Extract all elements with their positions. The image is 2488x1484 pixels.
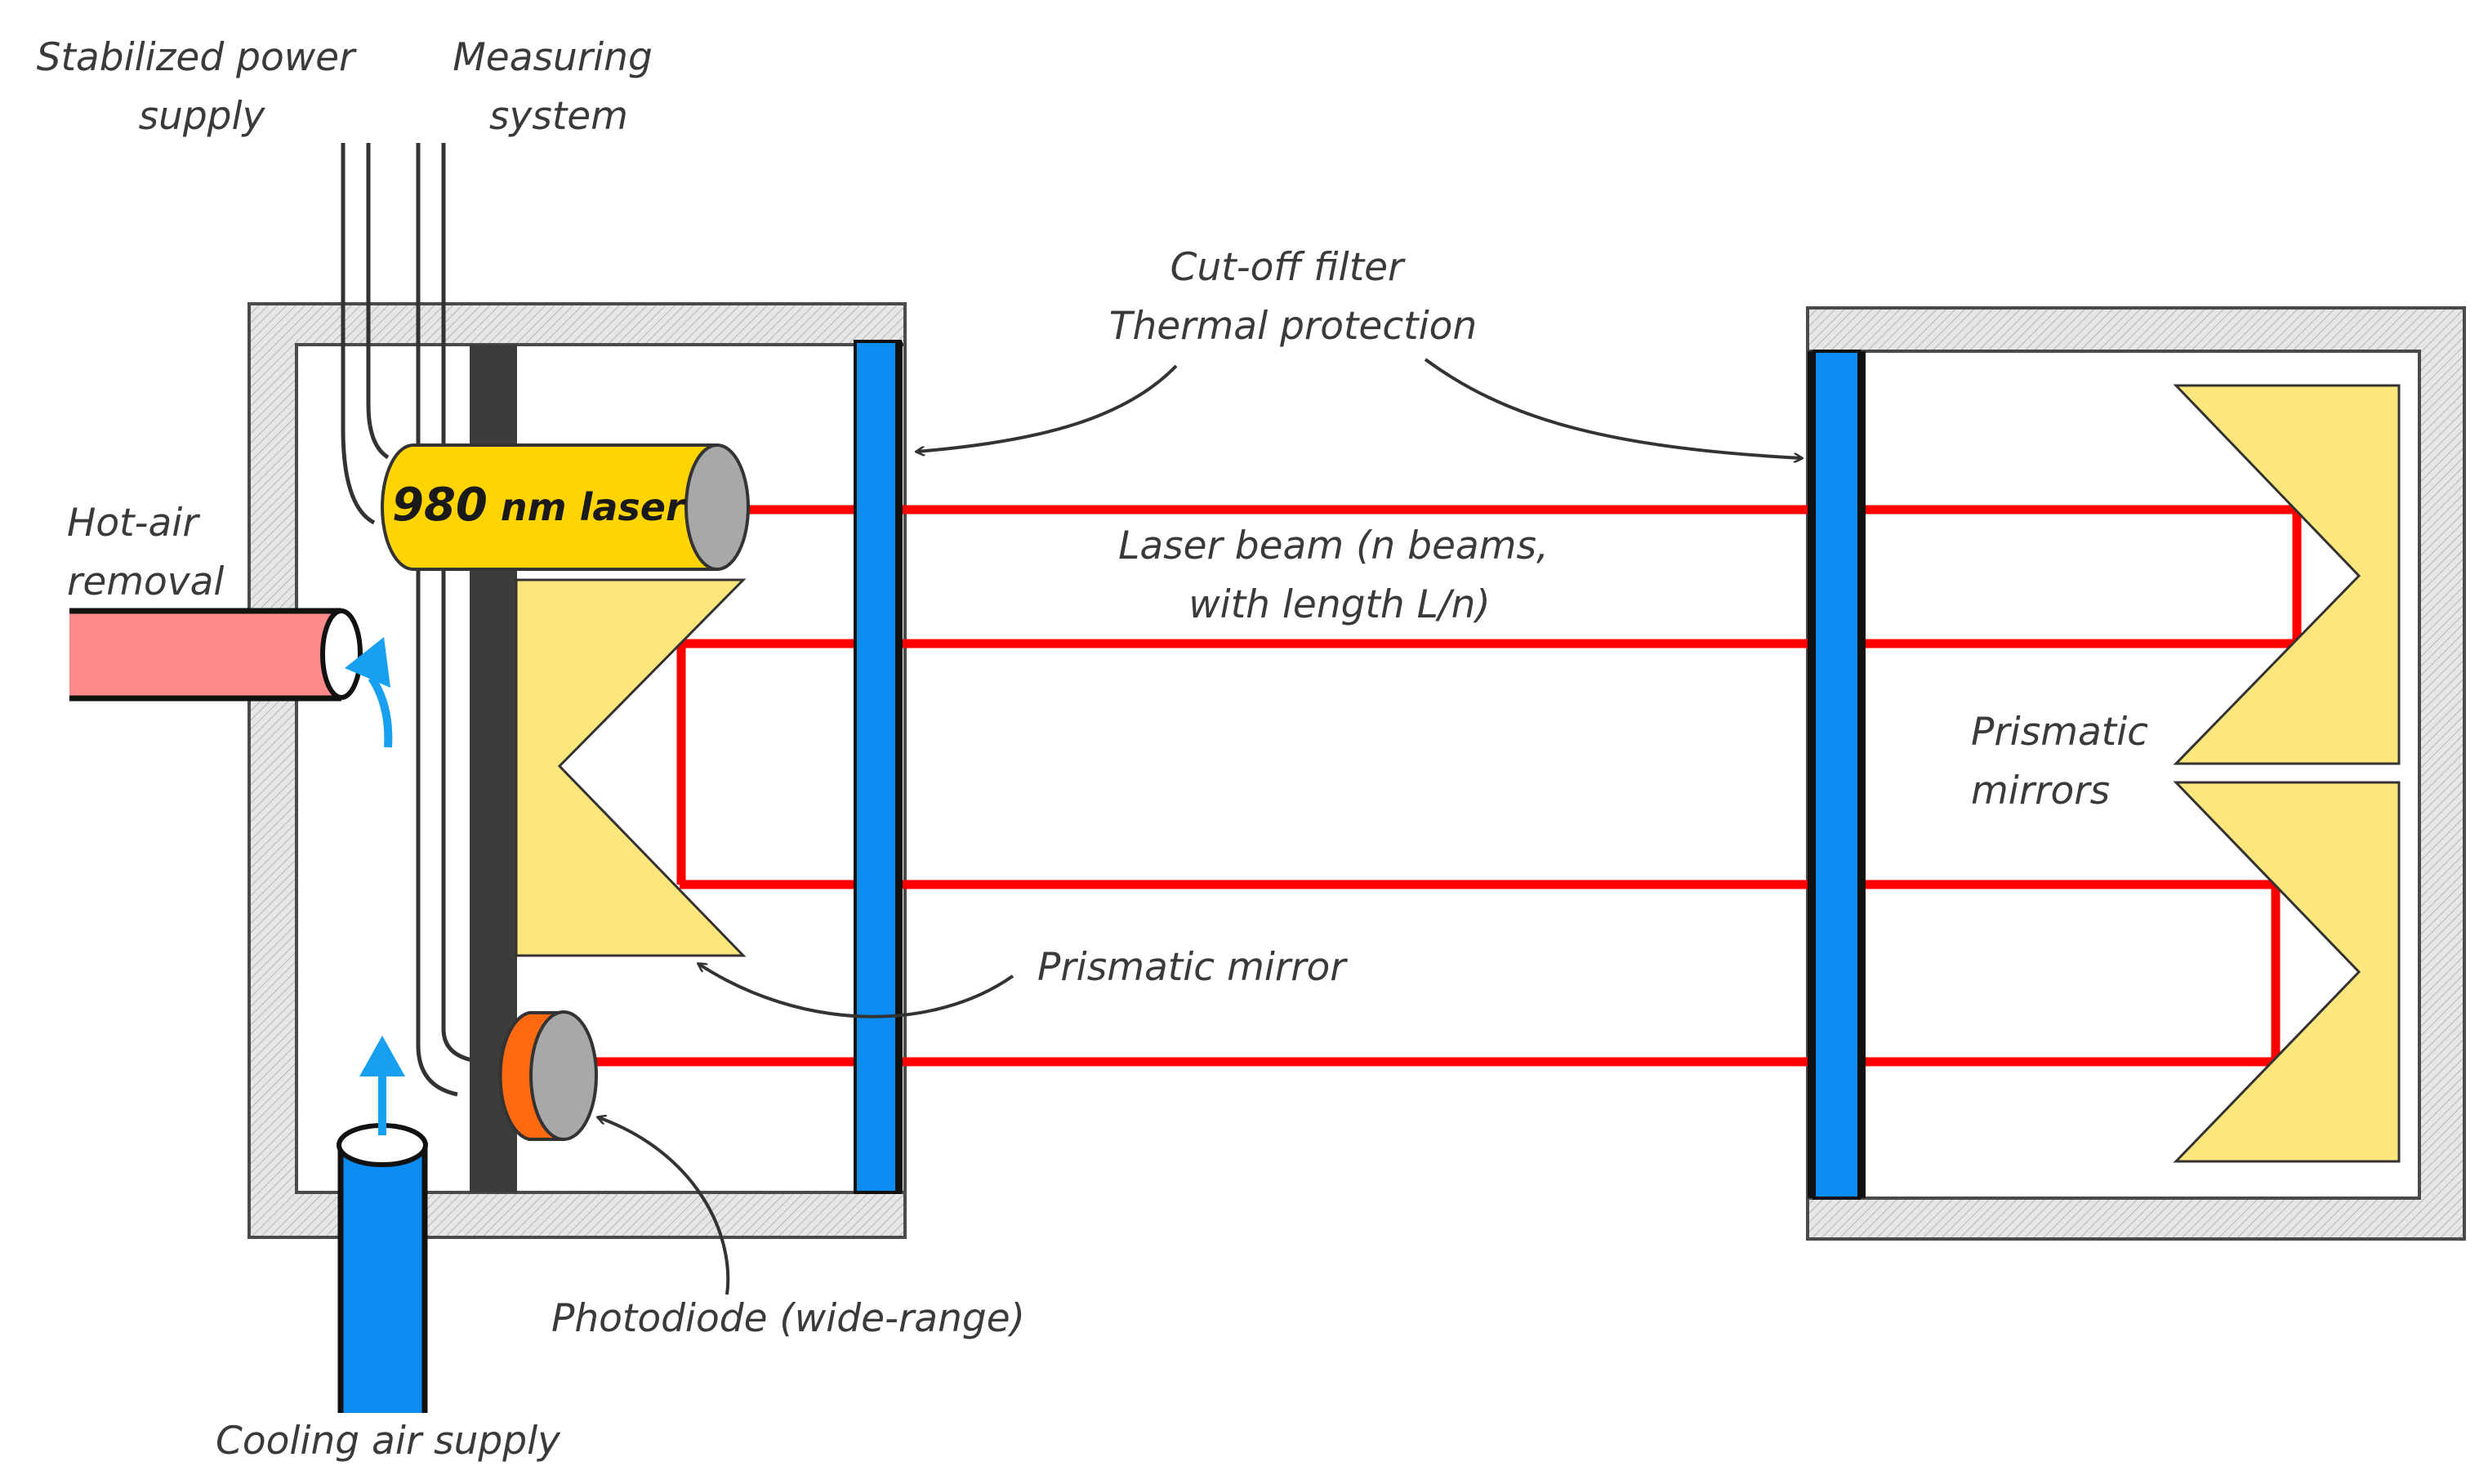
cutoff-filter-left (854, 340, 903, 1194)
laser-beam-label-line1: Laser beam (n beams, (1118, 524, 1549, 568)
cooling-air-pipe (337, 1123, 428, 1413)
power-supply-label: Stabilized power supply (37, 35, 368, 139)
measuring-system-label-line1: Measuring (453, 35, 653, 80)
filter-left-arrow (916, 364, 1178, 452)
photodiode-lens (529, 1010, 598, 1141)
prismatic-mirrors-label-line1: Prismatic (1971, 710, 2148, 755)
laser-label-suffix: nm laser (488, 485, 687, 529)
cutoff-filter-label: Cut-off filter Thermal protection (1109, 245, 1477, 349)
laser-lens (684, 443, 750, 571)
cutoff-filter-label-line1: Cut-off filter (1170, 245, 1406, 290)
power-cable (341, 143, 376, 525)
prismatic-mirror-right-lower (2173, 781, 2401, 1163)
prismatic-mirror-arrow (698, 964, 1014, 1018)
svg-text:980 nm laser: 980 nm laser (392, 479, 687, 532)
power-supply-label-line2: supply (139, 94, 266, 139)
cutoff-filter-label-line2: Thermal protection (1109, 304, 1477, 349)
cutoff-filter-right (1808, 350, 1866, 1200)
cooling-air-label: Cooling air supply (216, 1419, 561, 1464)
photodiode-label: Photodiode (wide-range) (551, 1296, 1025, 1341)
laser-beam-label: Laser beam (n beams, with length L/n) (1118, 524, 1561, 627)
photodiode (498, 1010, 598, 1141)
prismatic-mirror-label: Prismatic mirror (1037, 945, 1348, 990)
prismatic-mirror-left (515, 578, 747, 957)
photodiode-arrow (598, 1117, 730, 1295)
cooling-air-flow-arrow (359, 1036, 405, 1135)
prismatic-mirrors-label-line2: mirrors (1971, 769, 2110, 813)
prismatic-mirrors-label: Prismatic mirrors (1971, 710, 2160, 813)
hot-air-pipe-opening (320, 608, 363, 700)
laser-label-wavelength: 980 (392, 479, 488, 532)
left-housing-wall (247, 302, 907, 1239)
laser-beam-label-line2: with length L/n) (1188, 582, 1491, 627)
measuring-system-label: Measuring system (453, 35, 665, 139)
laser-980nm: 980 nm laser (381, 443, 750, 571)
power-cable (366, 143, 390, 460)
measuring-cable (416, 143, 458, 1097)
laser-body (381, 443, 719, 571)
left-housing (247, 302, 907, 1239)
power-supply-label-line1: Stabilized power (37, 35, 357, 80)
cables (341, 143, 483, 1097)
annotation-arrows (598, 358, 1802, 1295)
prismatic-mirror-right-upper (2173, 384, 2401, 765)
hot-air-pipe (69, 608, 363, 702)
hot-air-removal-label-line1: Hot-air (67, 501, 200, 546)
measuring-system-label-line2: system (489, 94, 628, 139)
hot-air-removal-label-line2: removal (67, 559, 224, 604)
filter-right-arrow (1424, 358, 1802, 458)
hot-air-flow-arrow (345, 637, 393, 748)
hot-air-removal-label: Hot-air removal (67, 501, 224, 604)
